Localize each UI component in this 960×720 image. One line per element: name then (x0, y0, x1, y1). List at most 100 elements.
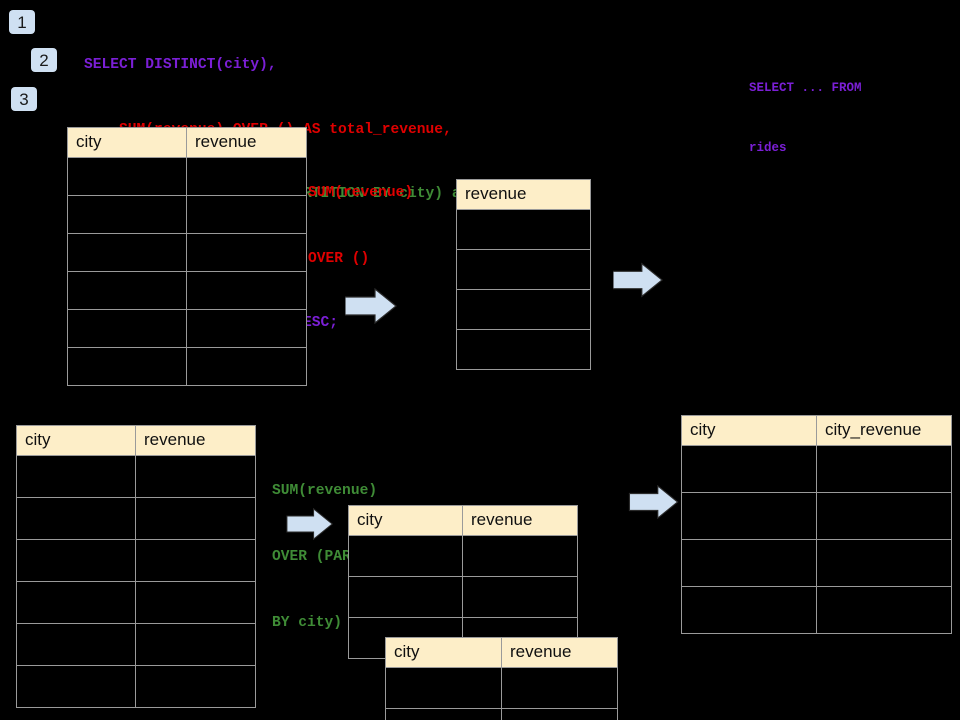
cell-city-revenue (816, 539, 952, 587)
cell-revenue (186, 233, 307, 272)
table-partition-front: city revenue (385, 637, 618, 720)
cell-city (16, 581, 136, 624)
table-source-top: city revenue (67, 127, 307, 386)
cell-city (16, 623, 136, 666)
cell-revenue (135, 581, 256, 624)
table-header-row: revenue (456, 179, 591, 210)
arrow-source-to-total (344, 287, 397, 329)
cell-city-revenue (816, 586, 952, 634)
cell-revenue (462, 535, 578, 577)
table-row (681, 492, 952, 540)
table-row (16, 497, 256, 540)
table-row (67, 271, 307, 310)
column-header-revenue: revenue (462, 505, 578, 536)
column-header-revenue: revenue (186, 127, 307, 158)
cell-revenue (186, 271, 307, 310)
arrow-total-to-result (612, 262, 663, 303)
table-row (67, 347, 307, 386)
annotation-over-empty: SUM(revenue) OVER () (308, 138, 413, 314)
annotation-over-empty-line1: SUM(revenue) (308, 185, 414, 201)
table-total-revenue: revenue (456, 179, 591, 370)
column-header-revenue: revenue (501, 637, 618, 668)
cell-city (67, 271, 187, 310)
cell-city (16, 455, 136, 498)
cell-revenue (501, 667, 618, 709)
column-header-revenue: revenue (135, 425, 256, 456)
cell-city (67, 309, 187, 348)
table-row (16, 623, 256, 666)
cell-revenue (186, 309, 307, 348)
arrow-partition-to-result (628, 484, 680, 524)
cell-city (67, 157, 187, 196)
label-select-from-rides: SELECT ... FROM rides (749, 38, 862, 198)
arrow-source-to-partition (284, 507, 336, 545)
table-row (16, 455, 256, 498)
table-row (456, 289, 591, 330)
table-partition-back: city revenue (348, 505, 578, 659)
table-row (67, 233, 307, 272)
cell-city (681, 492, 817, 540)
column-header-city-revenue: city_revenue (816, 415, 952, 446)
table-row (456, 209, 591, 250)
table-row (681, 445, 952, 493)
cell-city (681, 445, 817, 493)
table-row (681, 586, 952, 634)
cell-city (16, 497, 136, 540)
cell-city (348, 535, 463, 577)
cell-city (348, 576, 463, 618)
cell-revenue (501, 708, 618, 720)
annotation-over-empty-line2: OVER () (308, 251, 370, 267)
step-badge-2: 2 (31, 48, 57, 72)
cell-revenue (135, 539, 256, 582)
cell-city (385, 708, 502, 720)
column-header-city: city (67, 127, 187, 158)
cell-revenue (462, 576, 578, 618)
cell-city-revenue (816, 492, 952, 540)
table-header-row: city revenue (385, 637, 618, 668)
cell-revenue (186, 347, 307, 386)
cell-revenue (456, 289, 591, 330)
table-row (385, 708, 618, 720)
cell-revenue (186, 195, 307, 234)
annotation-partition-by-city: SUM(revenue) OVER (PARTITION BY city) (272, 436, 403, 678)
table-row (385, 667, 618, 709)
column-header-revenue: revenue (456, 179, 591, 210)
table-row (67, 309, 307, 348)
label-select-from-rides-line2: rides (749, 141, 787, 155)
sql-line-select: SELECT DISTINCT(city), (84, 57, 277, 73)
table-header-row: city city_revenue (681, 415, 952, 446)
step-badge-3: 3 (11, 87, 37, 111)
table-row (348, 576, 578, 618)
table-header-row: city revenue (67, 127, 307, 158)
table-row (67, 157, 307, 196)
cell-city (16, 665, 136, 708)
cell-revenue (456, 329, 591, 370)
table-row (16, 665, 256, 708)
table-row (456, 249, 591, 290)
table-source-bottom: city revenue (16, 425, 256, 708)
table-row (456, 329, 591, 370)
cell-revenue (135, 623, 256, 666)
cell-city (67, 195, 187, 234)
cell-city (385, 667, 502, 709)
cell-revenue (456, 209, 591, 250)
table-header-row: city revenue (348, 505, 578, 536)
cell-revenue (456, 249, 591, 290)
cell-city (681, 586, 817, 634)
annotation-partition-line3: BY city) (272, 615, 343, 631)
column-header-city: city (348, 505, 463, 536)
cell-city-revenue (816, 445, 952, 493)
table-header-row: city revenue (16, 425, 256, 456)
table-row (348, 535, 578, 577)
table-result: city city_revenue (681, 415, 952, 634)
cell-city (67, 347, 187, 386)
label-select-from-rides-line1: SELECT ... FROM (749, 81, 862, 95)
table-row (16, 539, 256, 582)
annotation-partition-line1: SUM(revenue) (272, 483, 378, 499)
cell-city (67, 233, 187, 272)
column-header-city: city (16, 425, 136, 456)
cell-revenue (135, 497, 256, 540)
table-row (16, 581, 256, 624)
cell-city (16, 539, 136, 582)
step-badge-1: 1 (9, 10, 35, 34)
